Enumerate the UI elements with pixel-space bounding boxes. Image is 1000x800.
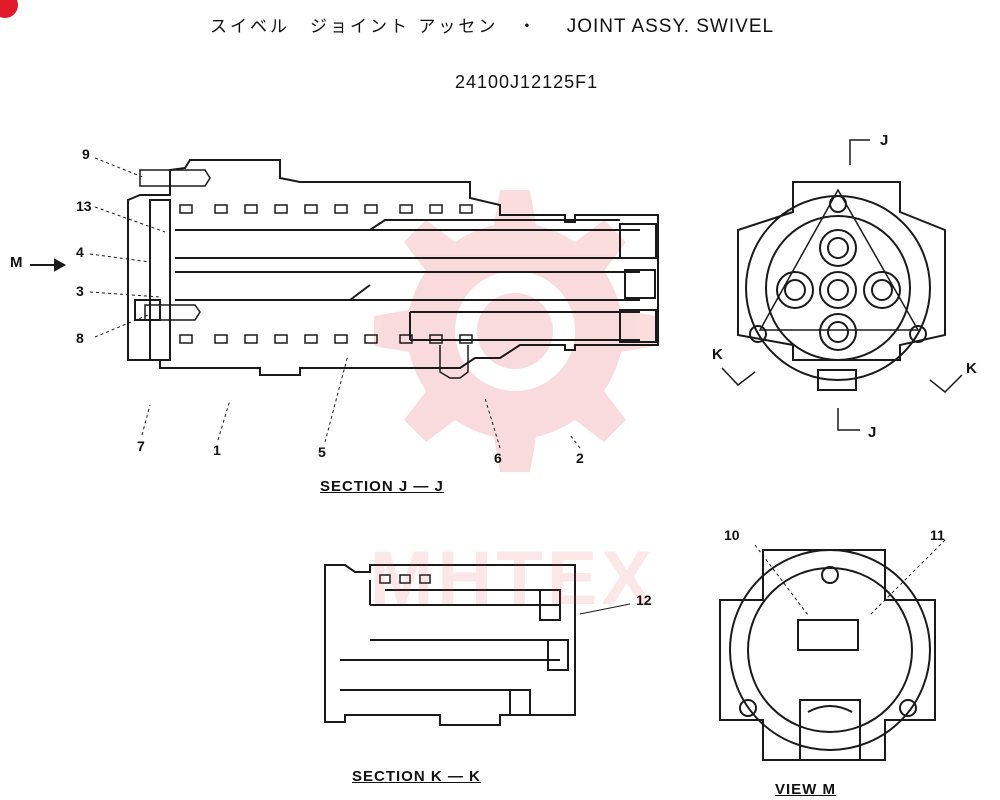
direction-m-label: M <box>10 254 23 271</box>
callout-3: 3 <box>76 283 84 299</box>
title-japanese: スイベル ジョイント アッセン ・ <box>210 17 539 37</box>
view-m-drawing <box>719 539 946 761</box>
section-kk-drawing <box>324 564 631 726</box>
direction-k-right-label: K <box>966 360 977 377</box>
callout-5: 5 <box>318 444 326 460</box>
end-view-drawing <box>721 139 963 431</box>
callout-10: 10 <box>724 527 740 543</box>
direction-j-bottom-label: J <box>868 424 877 441</box>
watermark-text: MHTEX <box>370 536 656 621</box>
view-m-label: VIEW M <box>775 781 836 798</box>
section-jj-label: SECTION J — J <box>320 478 444 495</box>
section-kk-label: SECTION K — K <box>352 768 481 785</box>
callout-2: 2 <box>576 450 584 466</box>
callout-12: 12 <box>636 592 652 608</box>
callout-7: 7 <box>137 438 145 454</box>
callout-9: 9 <box>82 146 90 162</box>
callout-6: 6 <box>494 450 502 466</box>
title-english: JOINT ASSY. SWIVEL <box>566 16 775 37</box>
callout-8: 8 <box>76 330 84 346</box>
direction-j-top-label: J <box>880 132 889 149</box>
corner-mark <box>0 0 18 18</box>
section-jj-drawing <box>30 157 659 449</box>
callout-11: 11 <box>930 527 945 543</box>
direction-k-left-label: K <box>712 346 723 363</box>
callout-4: 4 <box>76 244 84 260</box>
part-number: 24100J12125F1 <box>455 72 599 92</box>
port-circles <box>776 229 901 351</box>
callout-13: 13 <box>76 198 92 214</box>
page-title: スイベル ジョイント アッセン ・ JOINT ASSY. SWIVEL <box>210 12 774 38</box>
watermark-gear-icon <box>374 190 656 472</box>
callout-1: 1 <box>213 442 221 458</box>
